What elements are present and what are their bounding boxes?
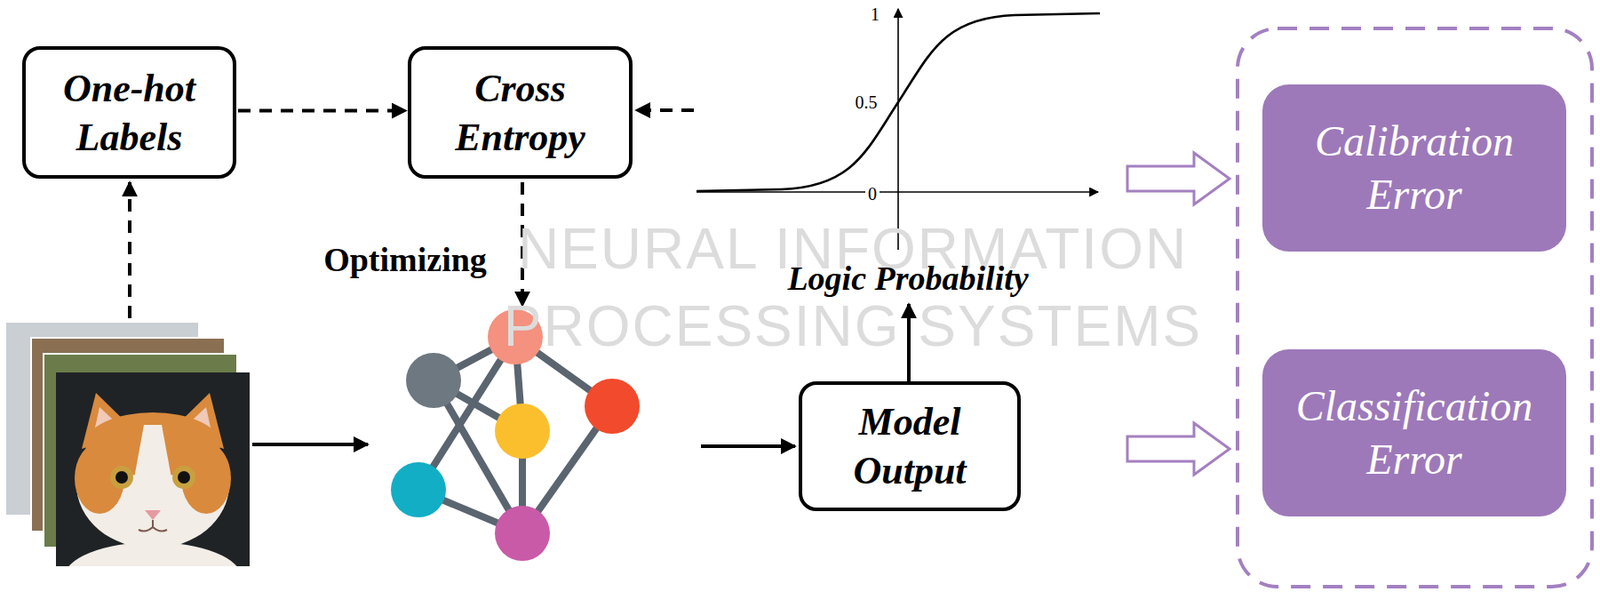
node-text: One-hot Labels: [43, 63, 215, 162]
error-box: Classification Error: [1262, 349, 1567, 517]
cat-photo: [55, 372, 250, 566]
node-text: Classification Error: [1280, 379, 1549, 486]
plot-title: Logic Probability: [784, 259, 1031, 299]
hollow-arrow: [1127, 422, 1230, 475]
x-axis: [696, 191, 1099, 193]
axis-tick: 0.5: [852, 92, 881, 113]
watermark: PROCESSING SYSTEMS: [501, 294, 1205, 360]
y-axis: [897, 8, 900, 250]
sigmoid-plot: [696, 8, 1100, 250]
arrow-label: Optimizing: [320, 240, 490, 280]
watermark: PROCESSING SYSTEMS: [501, 294, 1205, 360]
solid-arrow: [700, 444, 796, 448]
arrow-label: Optimizing: [320, 240, 490, 280]
hollow-arrow: [1127, 152, 1230, 205]
dashed-arrow: [238, 109, 406, 113]
dashed-arrow: [127, 182, 132, 319]
axis-tick: 1: [867, 4, 883, 25]
dashed-arrow: [636, 108, 694, 112]
solid-arrow: [252, 442, 368, 446]
axis-tick: 1: [867, 4, 883, 25]
plot-title: Logic Probability: [784, 259, 1031, 299]
output-box: Model Output: [798, 381, 1021, 511]
image-stack: [5, 321, 250, 592]
axis-tick: 0: [865, 183, 880, 205]
label-box: One-hot Labels: [22, 46, 237, 179]
axis-tick: 0.5: [852, 92, 881, 113]
loss-box: Cross Entropy: [407, 46, 633, 179]
node-text: Model Output: [819, 397, 1000, 495]
error-box: Calibration Error: [1262, 84, 1567, 252]
sigmoid-curve: [696, 13, 1100, 192]
axis-tick: 0: [865, 183, 880, 205]
dashed-region: [1237, 28, 1593, 587]
node-text: Calibration Error: [1280, 114, 1549, 222]
node-text: Cross Entropy: [429, 63, 612, 162]
